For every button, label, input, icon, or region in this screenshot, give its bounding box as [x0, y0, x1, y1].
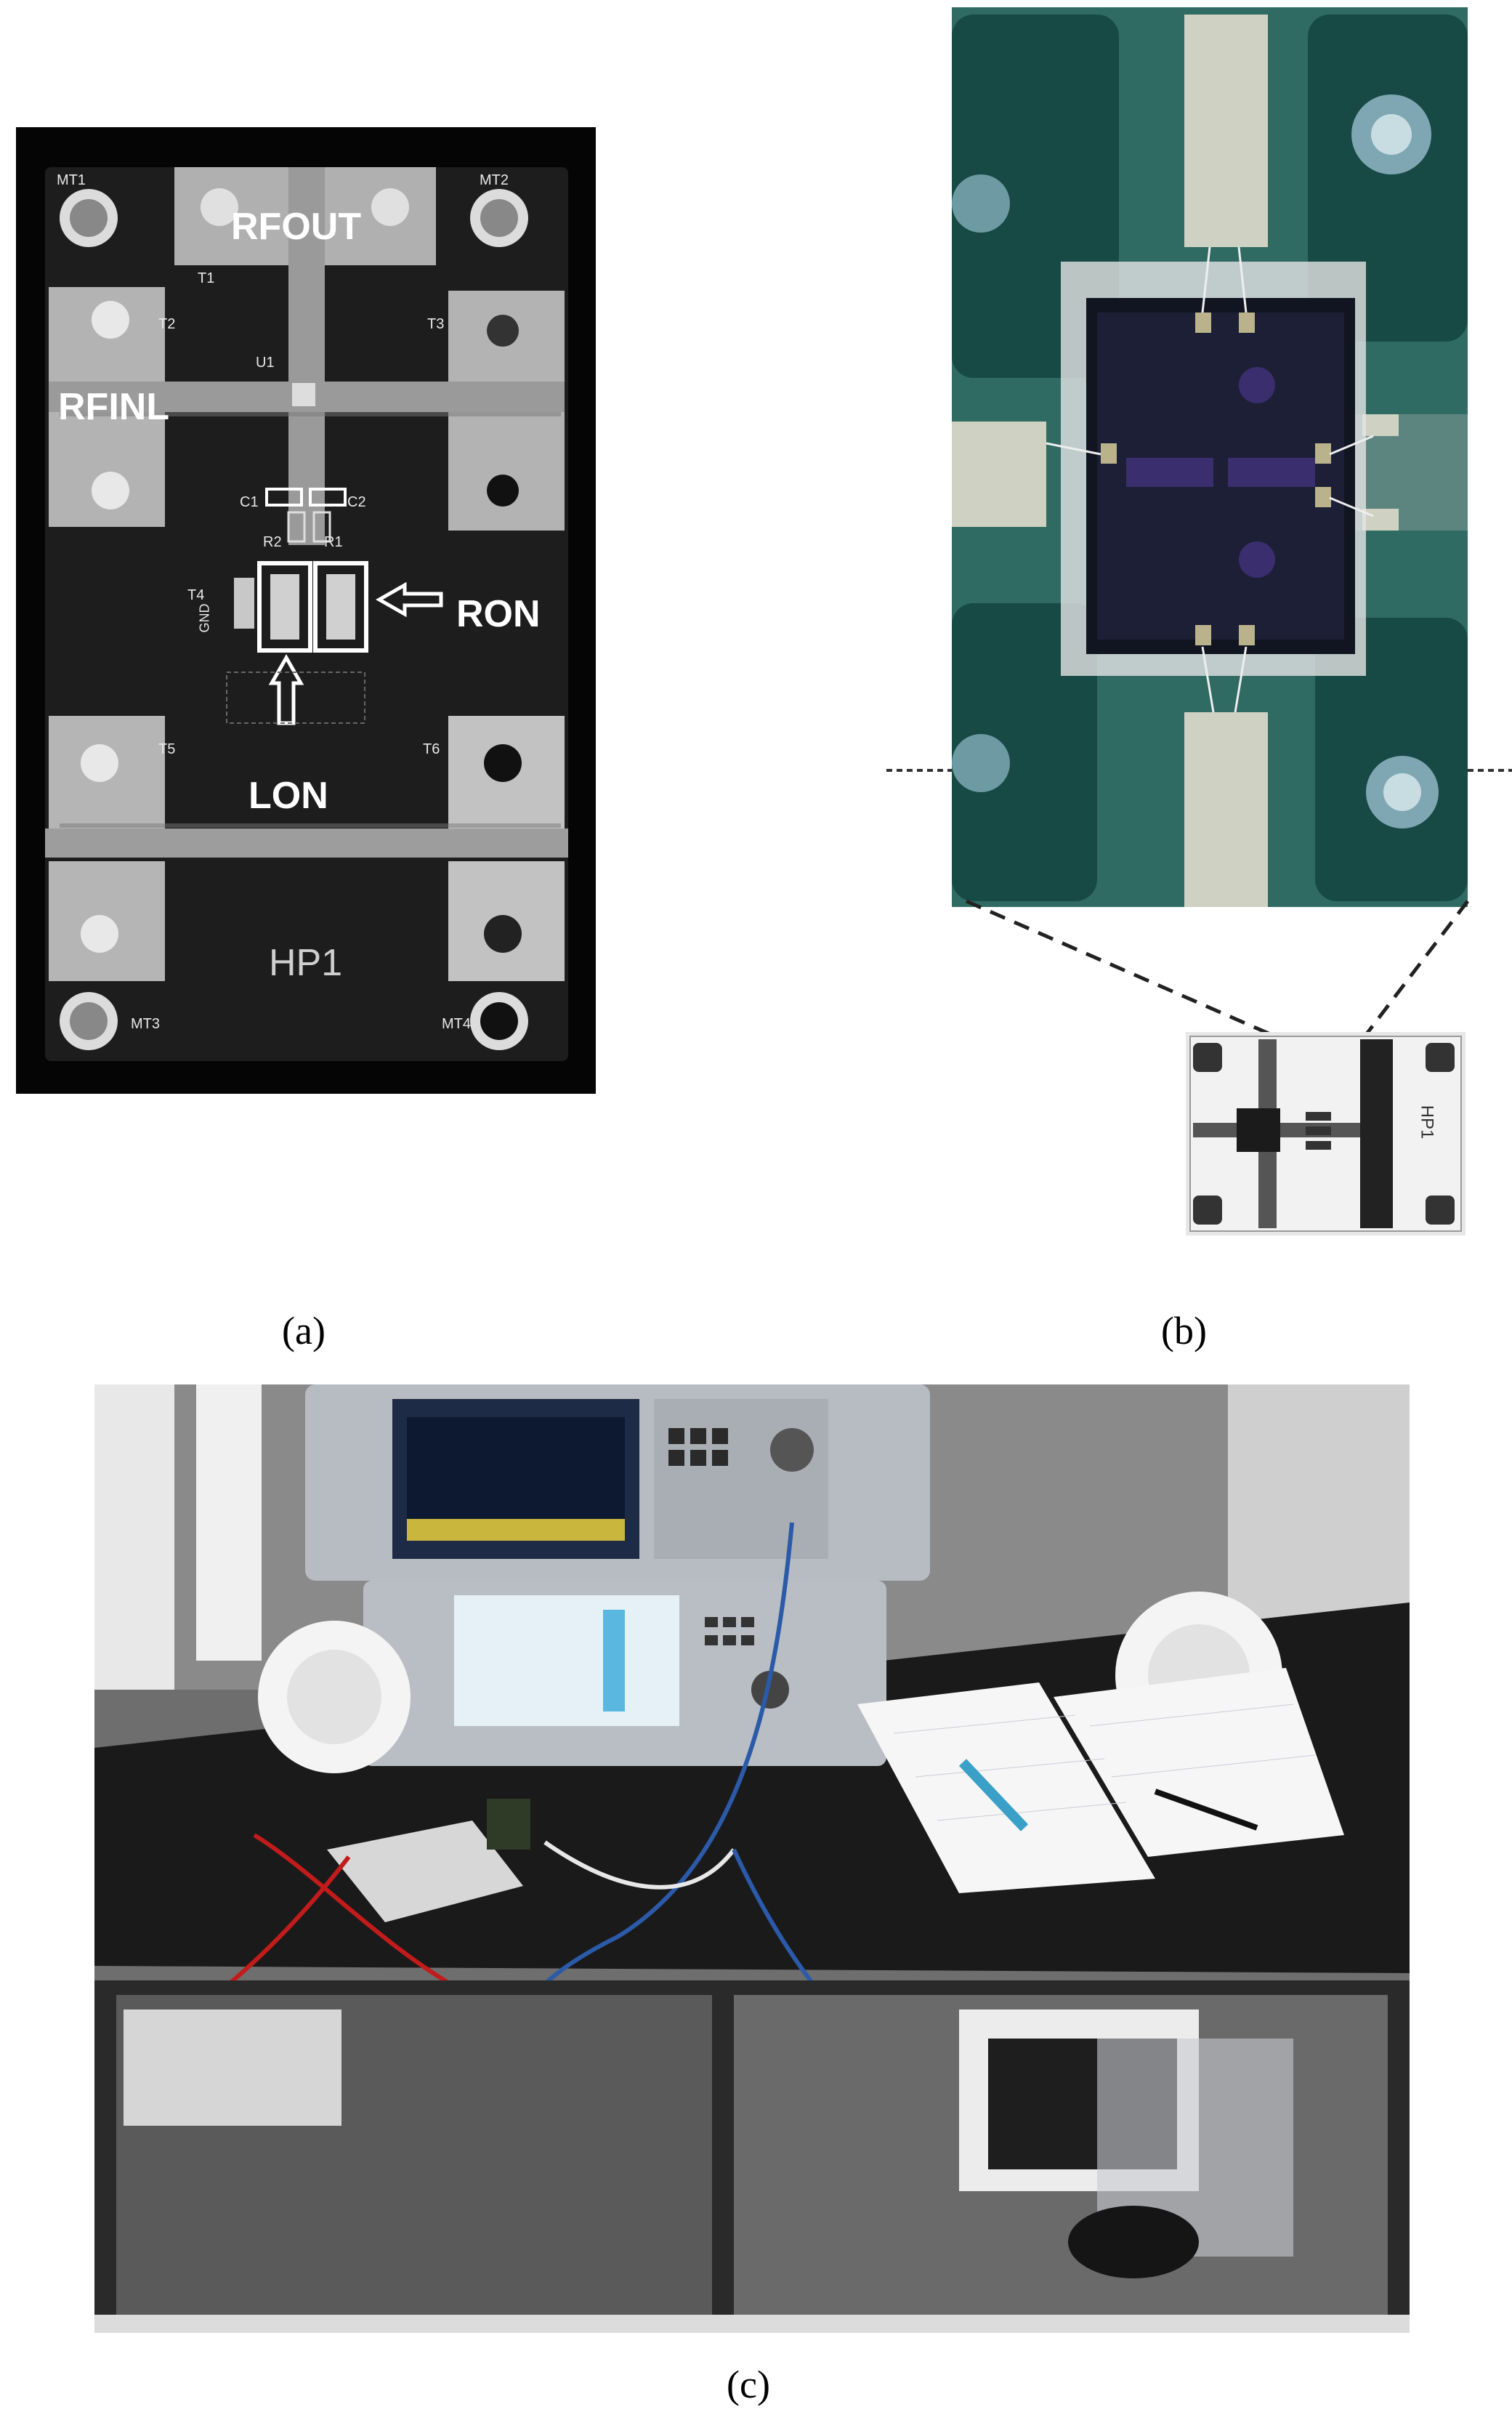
- silk-t1: T1: [198, 270, 215, 286]
- silk-mt2: MT2: [480, 172, 509, 188]
- lon-label: LON: [248, 775, 328, 817]
- silk-t2: T2: [158, 316, 176, 332]
- die-photo: [952, 7, 1468, 907]
- silk-mt1: MT1: [57, 172, 86, 188]
- silk-r2: R2: [263, 534, 282, 550]
- rfout-label: RFOUT: [231, 206, 362, 248]
- lab-bench: [94, 1384, 1410, 2333]
- panel-b-connectors: [886, 756, 1512, 1105]
- caption-a: (a): [282, 1309, 326, 1352]
- silk-r1: R1: [324, 534, 343, 550]
- gnd-label: GND: [197, 603, 212, 633]
- silk-t6: T6: [423, 741, 440, 757]
- panel-b-micrograph: [952, 7, 1468, 907]
- silk-c2: C2: [347, 494, 366, 510]
- silk-t4: T4: [187, 587, 205, 603]
- inset-hp1-label: HP1: [1417, 1105, 1437, 1140]
- caption-c: (c): [727, 2363, 770, 2406]
- panel-c-photo: [94, 1384, 1410, 2333]
- silk-mt3: MT3: [131, 1016, 160, 1032]
- silk-mt4: MT4: [442, 1016, 471, 1032]
- caption-b: (b): [1161, 1309, 1207, 1352]
- rfinl-label: RFINL: [58, 386, 170, 428]
- silk-t3: T3: [427, 316, 445, 332]
- silk-t5: T5: [158, 741, 176, 757]
- ron-label: RON: [456, 593, 541, 635]
- silk-u1: U1: [256, 355, 275, 371]
- panel-b-inset-board: [1186, 1032, 1465, 1235]
- silk-c1: C1: [240, 494, 259, 510]
- hp1-label: HP1: [269, 942, 343, 984]
- pcb-board: [16, 127, 596, 1094]
- panel-a-photo: [16, 127, 596, 1094]
